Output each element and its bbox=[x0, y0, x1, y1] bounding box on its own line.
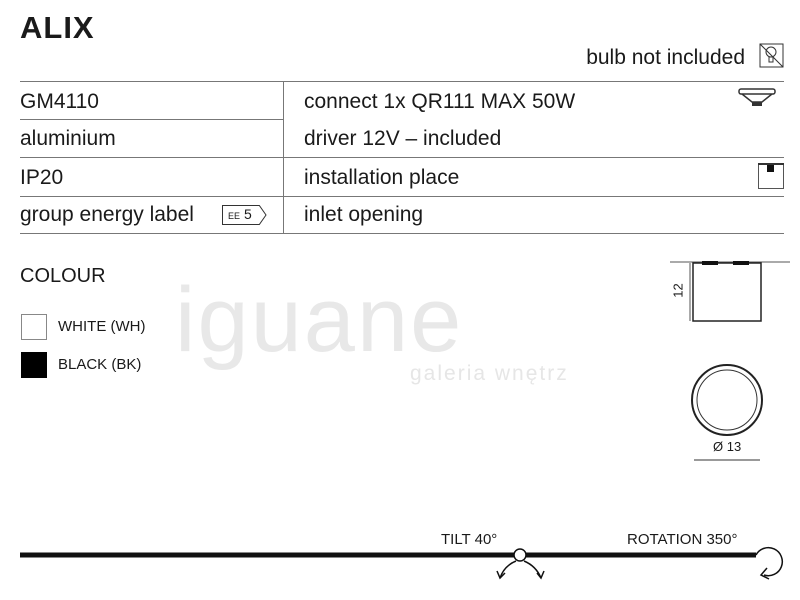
watermark-tagline: galeria wnętrz bbox=[410, 362, 569, 385]
product-code: GM4110 bbox=[20, 90, 99, 113]
qr111-lamp-icon bbox=[738, 88, 776, 106]
rotation-label: ROTATION 350° bbox=[627, 531, 738, 548]
dimension-drawing bbox=[670, 261, 790, 461]
tilt-rotation-diagram bbox=[20, 546, 784, 580]
diameter-dimension: Ø 13 bbox=[713, 439, 742, 454]
material: aluminium bbox=[20, 127, 116, 150]
tilt-label: TILT 40° bbox=[441, 531, 498, 548]
energy-label: group energy label bbox=[20, 203, 194, 226]
watermark-brand: iguane bbox=[175, 269, 464, 371]
driver-spec: driver 12V – included bbox=[304, 127, 502, 150]
rotation-arrow-icon bbox=[755, 546, 784, 577]
ip-rating: IP20 bbox=[20, 166, 64, 189]
column-divider bbox=[283, 81, 284, 233]
colour-heading: COLOUR bbox=[20, 265, 106, 287]
tilt-pivot-icon bbox=[513, 548, 527, 562]
product-title: ALIX bbox=[20, 10, 95, 45]
colour-white-label: WHITE (WH) bbox=[58, 318, 146, 335]
colour-black-label: BLACK (BK) bbox=[58, 356, 142, 373]
height-dimension: 12 bbox=[670, 283, 686, 298]
bulb-note: bulb not included bbox=[586, 46, 745, 69]
swatch-white[interactable] bbox=[21, 314, 47, 340]
swatch-black[interactable] bbox=[21, 352, 47, 378]
connect-spec: connect 1x QR111 MAX 50W bbox=[304, 90, 576, 113]
ceiling-mount-icon bbox=[758, 163, 784, 189]
installation-place: installation place bbox=[304, 166, 460, 189]
inlet-opening: inlet opening bbox=[304, 203, 424, 226]
no-bulb-icon bbox=[759, 43, 784, 68]
